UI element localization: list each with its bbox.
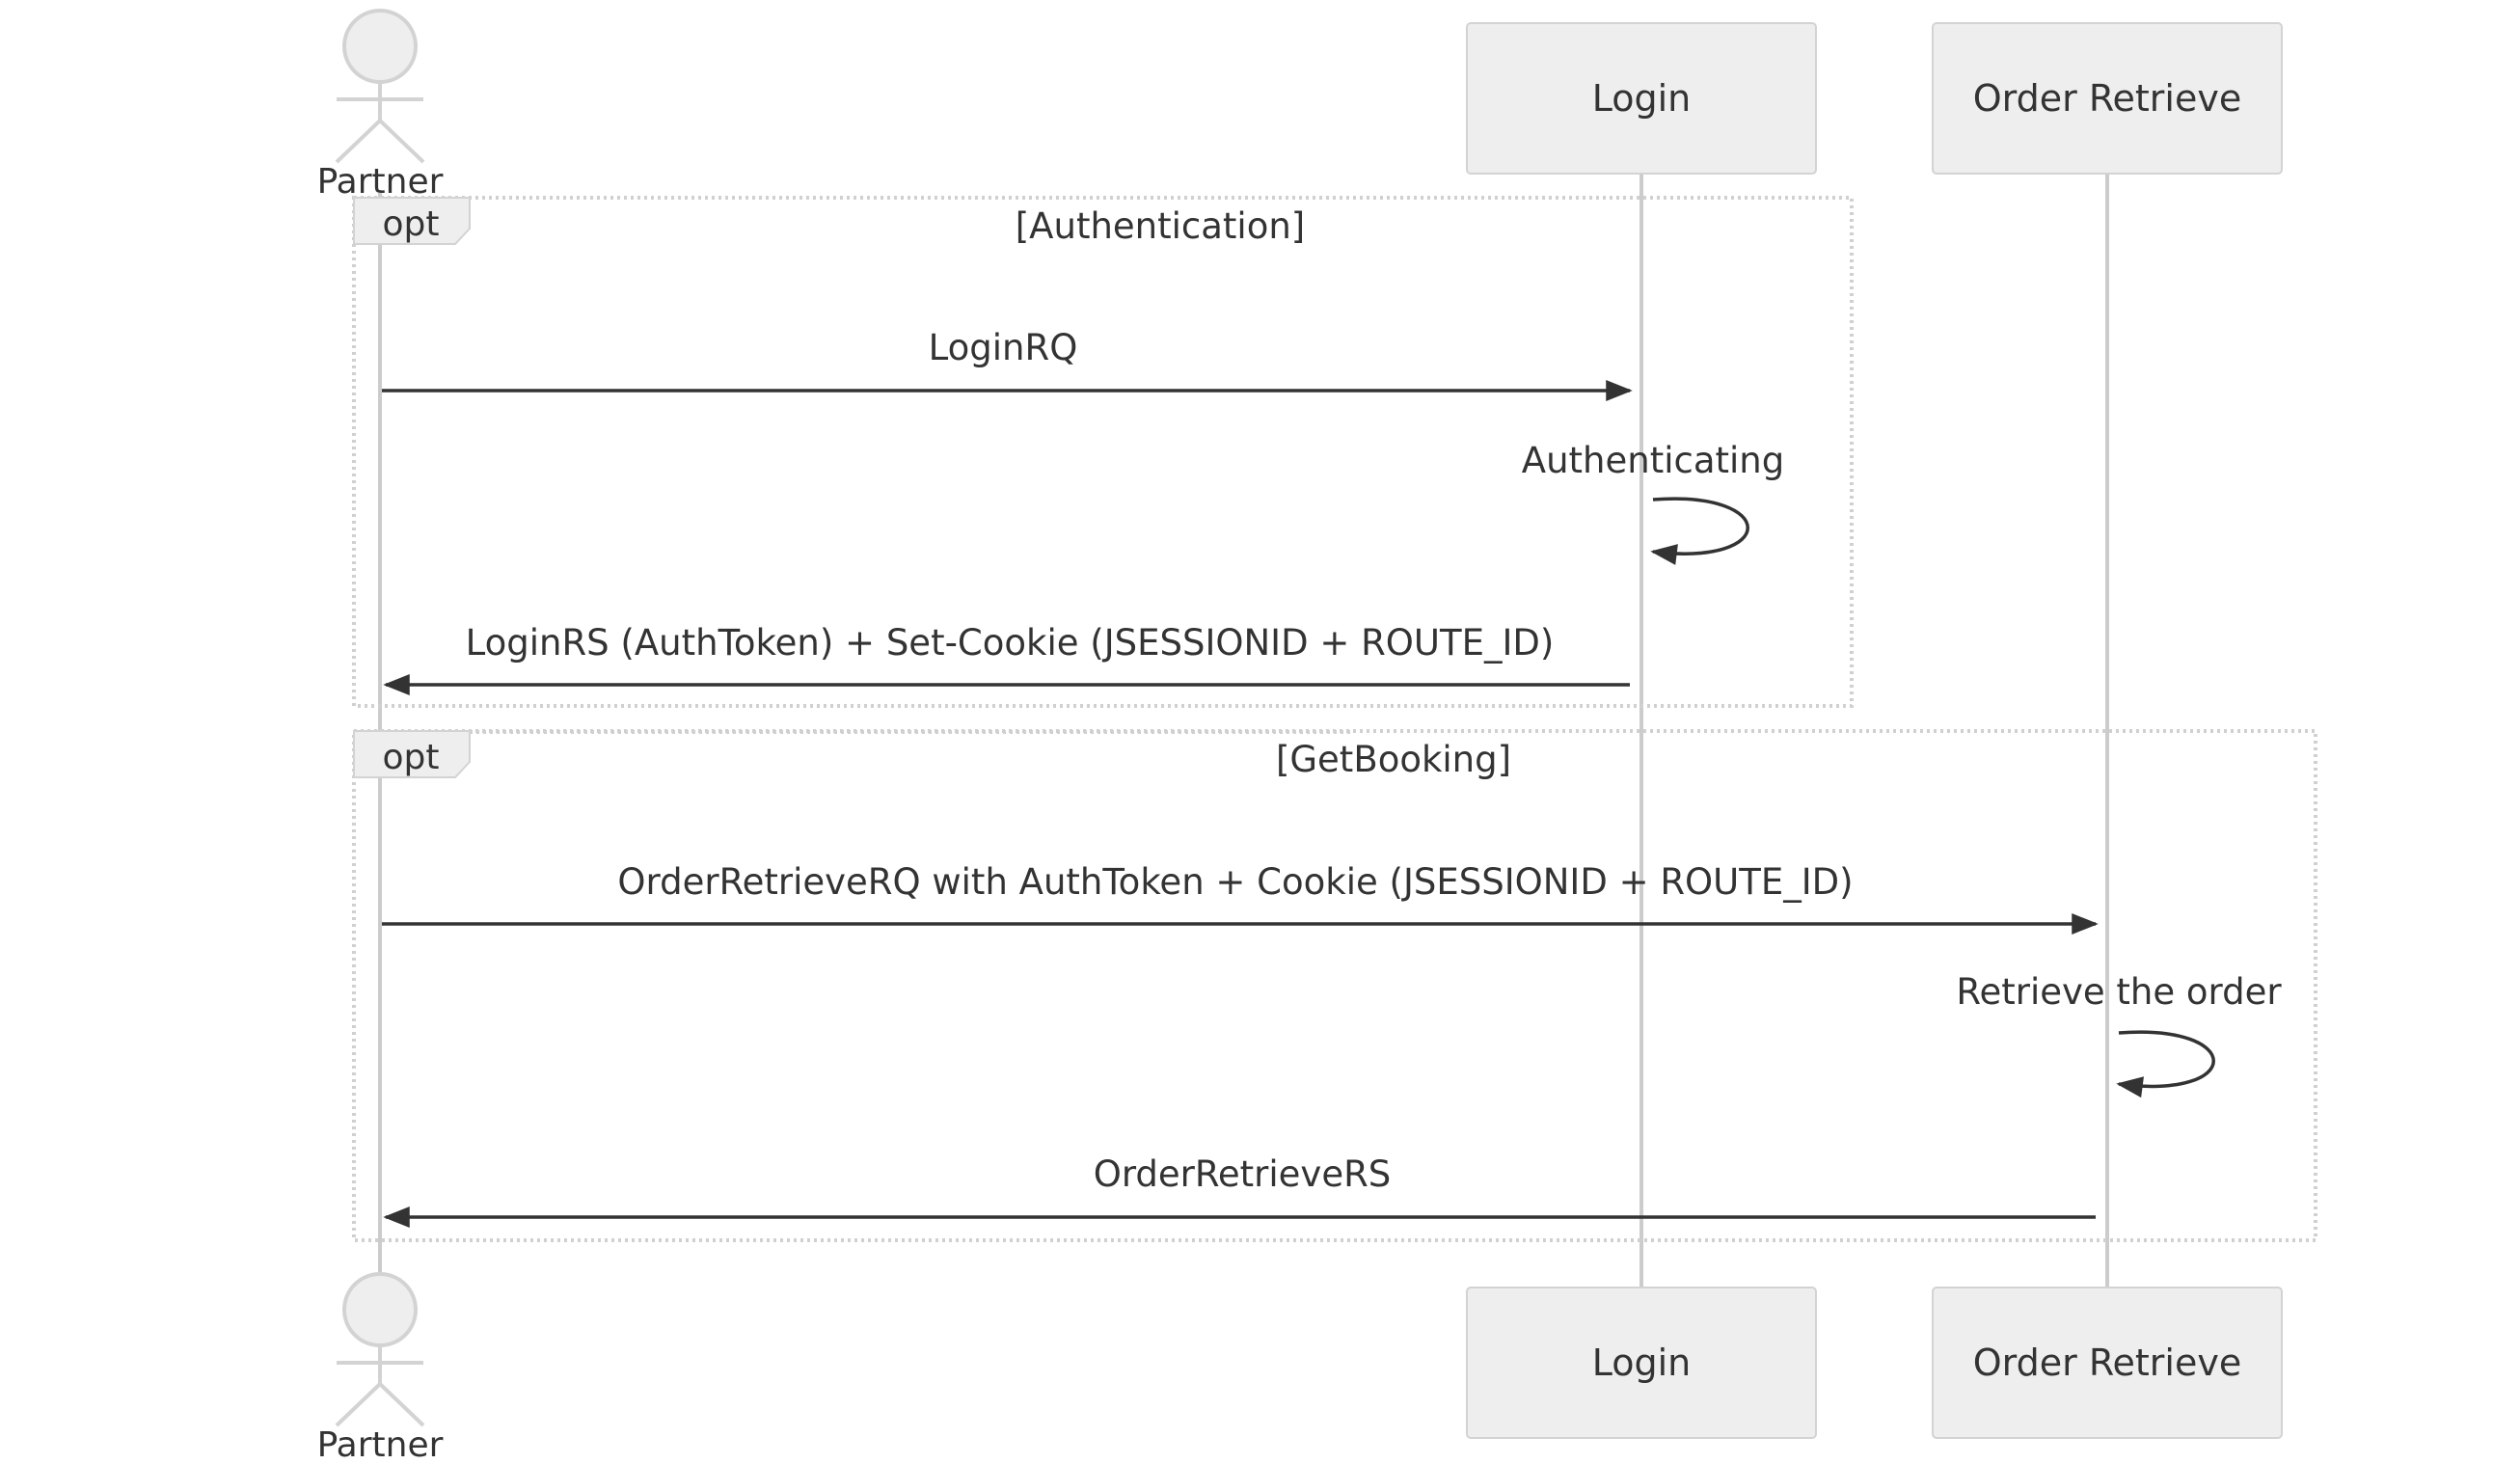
participant-label: Order Retrieve <box>1973 1342 2241 1384</box>
participant-order-retrieve-bottom: Order Retrieve <box>1932 1287 2283 1439</box>
actor-head-icon <box>342 1272 418 1347</box>
message-order-retrieve-rq: OrderRetrieveRQ with AuthToken + Cookie … <box>382 861 2099 935</box>
fragment-frame <box>352 196 1854 708</box>
message-authenticating: Authenticating <box>1522 440 1784 565</box>
participant-box <box>1932 22 2283 175</box>
fragment-condition: [GetBooking] <box>1276 739 1511 780</box>
self-message-arrow <box>2116 1030 2215 1098</box>
participant-login-bottom: Login <box>1466 1287 1817 1439</box>
self-message-arrow <box>1650 497 1749 565</box>
message-label: Retrieve the order <box>1956 971 2282 1013</box>
actor-head-icon <box>342 9 418 84</box>
participant-partner-top: Partner <box>317 9 444 202</box>
participant-label: Login <box>1592 77 1692 120</box>
message-label: LoginRS (AuthToken) + Set-Cookie (JSESSI… <box>466 622 1555 664</box>
fragment-tag <box>353 197 471 245</box>
message-login-rq: LoginRQ <box>382 327 1633 401</box>
actor-body-icon <box>335 1345 425 1427</box>
participant-label: Order Retrieve <box>1973 77 2241 120</box>
fragment-frame <box>352 729 2317 1242</box>
participant-box <box>1932 1287 2283 1439</box>
message-retrieve-the-order: Retrieve the order <box>1956 971 2282 1098</box>
message-login-rs: LoginRS (AuthToken) + Set-Cookie (JSESSI… <box>383 622 1630 695</box>
participant-login-top: Login <box>1466 22 1817 175</box>
message-label: OrderRetrieveRQ with AuthToken + Cookie … <box>617 861 1853 903</box>
participant-box <box>1466 1287 1817 1439</box>
actor-body-icon <box>335 82 425 164</box>
fragment-keyword: opt <box>383 738 440 777</box>
participant-label: Login <box>1592 1342 1692 1384</box>
fragment-authentication: opt [Authentication] <box>352 196 1854 708</box>
participant-partner-bottom: Partner <box>317 1272 444 1464</box>
fragment-keyword: opt <box>383 204 440 244</box>
message-label: LoginRQ <box>929 327 1078 368</box>
participant-box <box>1466 22 1817 175</box>
participant-label: Partner <box>317 1425 444 1464</box>
fragment-getbooking: opt [GetBooking] <box>352 729 2317 1242</box>
message-label: OrderRetrieveRS <box>1094 1153 1392 1195</box>
participant-label: Partner <box>317 162 444 202</box>
fragment-tag <box>353 730 471 778</box>
message-label: Authenticating <box>1522 440 1784 481</box>
participant-order-retrieve-top: Order Retrieve <box>1932 22 2283 175</box>
message-order-retrieve-rs: OrderRetrieveRS <box>383 1153 2096 1228</box>
fragment-condition: [Authentication] <box>1016 205 1305 247</box>
